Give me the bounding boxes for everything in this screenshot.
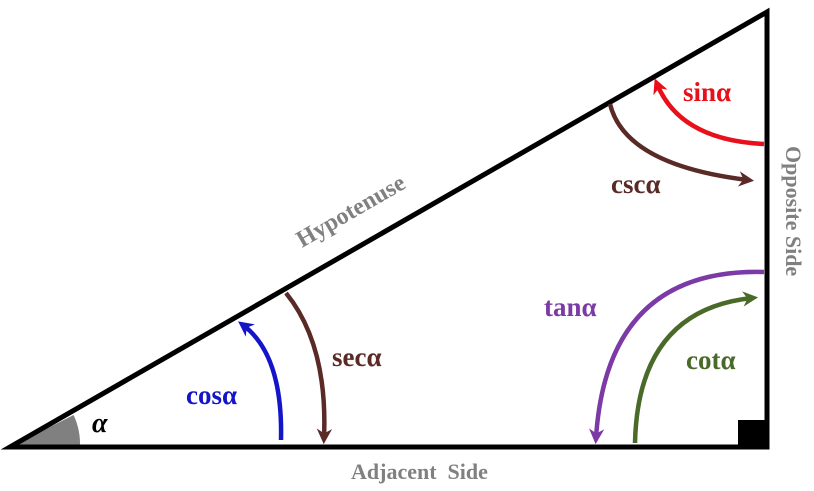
right-triangle bbox=[0, 7, 770, 450]
tan-label: tanα bbox=[544, 292, 597, 322]
cot-arrow bbox=[632, 291, 759, 444]
sec-label: secα bbox=[332, 342, 382, 372]
cot-label: cotα bbox=[686, 345, 736, 375]
right-angle-square-icon bbox=[738, 420, 767, 447]
sin-label: sinα bbox=[683, 77, 731, 107]
tan-arrow bbox=[588, 269, 765, 445]
hypotenuse-label: Hypotenuse bbox=[292, 170, 410, 253]
sec-arrow bbox=[284, 291, 333, 445]
alpha-label: α bbox=[92, 408, 108, 439]
adjacent-side-label: Adjacent Side bbox=[351, 459, 488, 484]
cos-label: cosα bbox=[186, 380, 237, 410]
csc-arrow bbox=[607, 103, 755, 187]
csc-label: cscα bbox=[611, 169, 661, 199]
cos-arrow bbox=[238, 321, 284, 441]
opposite-side-label: Opposite Side bbox=[781, 146, 806, 276]
sin-arrow bbox=[653, 78, 765, 147]
